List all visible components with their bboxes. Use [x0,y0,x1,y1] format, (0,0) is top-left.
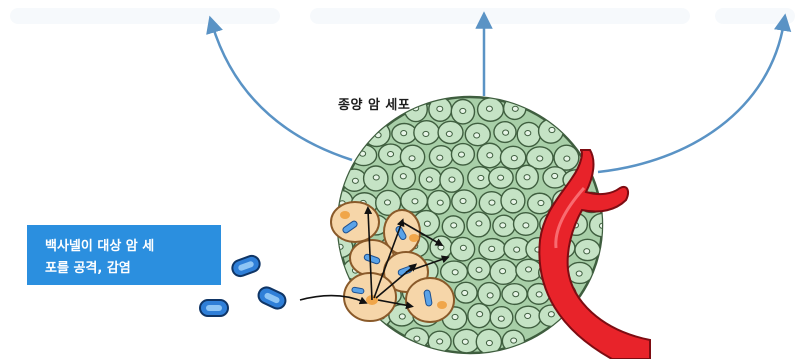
tumor-cell-nucleus [552,173,558,178]
tumor-cell-nucleus [437,339,443,344]
tumor-cell-nucleus [536,292,542,297]
tumor-cell-nucleus [526,267,532,272]
tumor-cell-nucleus [487,293,493,298]
spread-arrow-left [212,24,352,160]
tumor-cell-nucleus [525,130,531,135]
tumor-cell-nucleus [437,155,443,160]
tumor-cell-nucleus [500,269,506,274]
tumor-cell-nucleus [511,338,517,343]
tumor-cell-nucleus [460,108,466,113]
tumor-cell-nucleus [486,106,492,111]
tumor-cell-nucleus [537,156,543,161]
tumor-cell-nucleus [514,247,520,252]
callout-line-2: 포를 공격, 감염 [45,258,211,280]
tumor-cell-nucleus [400,174,406,179]
spread-arrow-right [598,22,784,172]
tumor-cells-label: 종양 암 세포 [338,94,410,113]
bacterium [256,285,288,311]
tumor-cell-nucleus [476,267,482,272]
bacterium [200,300,228,316]
tumor-cell-nucleus [409,156,415,161]
tumor-cell-nucleus [438,245,444,250]
bacteria-attack-callout: 백사넬이 대상 암 세 포를 공격, 감염 [27,225,221,285]
tumor-cell-nucleus [399,314,405,319]
bacterium [230,254,262,279]
tumor-cell-nucleus [462,339,468,344]
tumor-cell-nucleus [462,290,468,295]
tumor-cell-nucleus [513,291,519,296]
callout-line-1: 백사넬이 대상 암 세 [45,236,211,258]
tumor-cell-nucleus [414,336,420,341]
tumor-cell-nucleus [524,175,530,180]
tumor-cell-nucleus [538,200,544,205]
tumor-cell-nucleus [489,246,495,251]
tumor-cell-nucleus [474,133,480,138]
tumor-cell-nucleus [584,249,590,254]
tumor-cell-nucleus [446,131,452,136]
tumor-cell-nucleus [460,198,466,203]
top-banner-ghost [10,8,795,24]
tumor-cell-nucleus [452,270,458,275]
tumor-cell-nucleus [452,314,458,319]
tumor-cell-nucleus [388,151,394,156]
tumor-cell-nucleus [511,156,517,161]
tumor-cell-nucleus [412,199,418,204]
tumor-cell-nucleus [437,200,443,205]
tumor-cell-nucleus [373,175,379,180]
tumor-cell-nucleus [460,245,466,250]
tumor-cell-nucleus [576,271,582,276]
tumor-cell-nucleus [424,221,430,226]
tumor-cell-nucleus [512,106,518,111]
tumor-cell-nucleus [549,127,555,132]
tumor-cell-nucleus [449,177,455,182]
tumor-cell-nucleus [523,223,529,228]
tumor-cell-nucleus [487,153,493,158]
tumor-cell-nucleus [423,131,429,136]
tumor-cell-nucleus [437,106,443,111]
tumor-cell-nucleus [459,152,465,157]
tumor-cell-nucleus [477,312,483,317]
tumor-cell-nucleus [525,313,531,318]
tumor-cell-nucleus [476,221,482,226]
tumor-cell-nucleus [451,223,457,228]
tumor-cell-nucleus [548,312,554,317]
tumor-cell-nucleus [352,178,358,183]
tumor-cell-nucleus [486,340,492,345]
tumor-cell-nucleus [511,199,517,204]
tumor-cell-nucleus [498,175,504,180]
tumor-cell-nucleus [500,223,506,228]
tumor-cell-nucleus [564,156,570,161]
tumor-cell-nucleus [503,130,509,135]
tumor-cell-nucleus [426,177,432,182]
tumor-cell-nucleus [401,131,407,136]
tumor-cell-nucleus [489,200,495,205]
tumor-cell-nucleus [384,200,390,205]
tumor-cell-nucleus [498,316,504,321]
tumor-cell-nucleus [478,175,484,180]
tumor-cell-nucleus [375,133,381,138]
